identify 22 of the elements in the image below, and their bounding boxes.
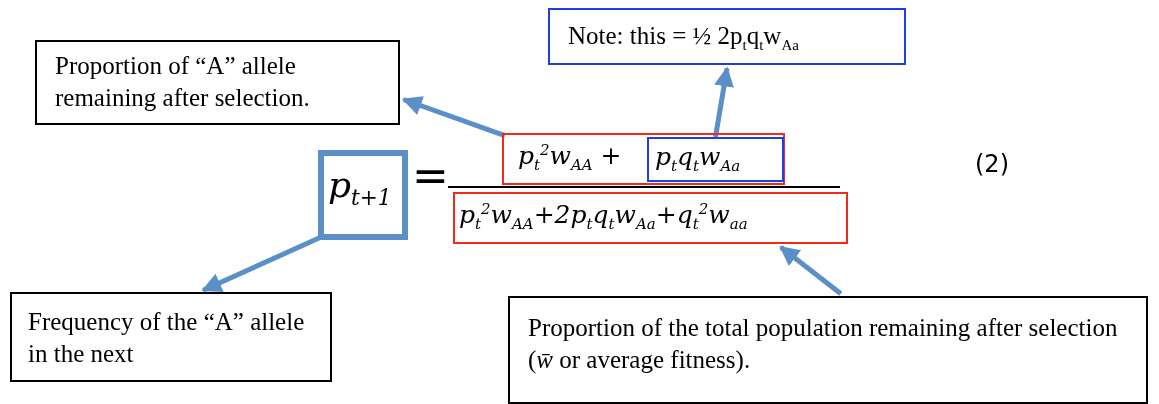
note-text: Proportion of the total population remaining after selection (w̄ or average fitness). [528,313,1119,376]
note-text: Proportion of “A” allele remaining after selection. [55,51,311,113]
formula-text: p$_{t}$$^{2}$w$_{AA}$+2p$_{t}$q$_{t}$w$_{Aa}$+q$_{t}$$^{2}$w$_{aa}$ [459,200,748,234]
formula-text: p$_{t}$q$_{t}$w$_{Aa}$ [655,142,741,175]
highlight-box [502,133,785,185]
note-box [548,8,906,65]
formula-text: p$_{t}$$^{2}$w$_{AA}$ + [518,141,622,175]
highlight-box [318,150,408,240]
equation-number: (2) [975,150,1009,178]
note-box [508,296,1148,404]
arrow [401,96,506,138]
note-box [10,292,332,382]
equals-sign: = [412,150,449,201]
highlight-box [453,192,848,244]
arrow [201,235,322,293]
formula-text: p$_{t+1}$ [328,164,392,211]
highlight-box [647,137,784,182]
note-text: Note: this = ½ 2p$_{t}$q$_{t}$w$_{Aa}$ [568,21,799,55]
arrow [779,245,843,296]
arrow [713,66,734,138]
note-text: Frequency of the “A” allele in the next [28,307,306,369]
note-box [35,40,400,125]
